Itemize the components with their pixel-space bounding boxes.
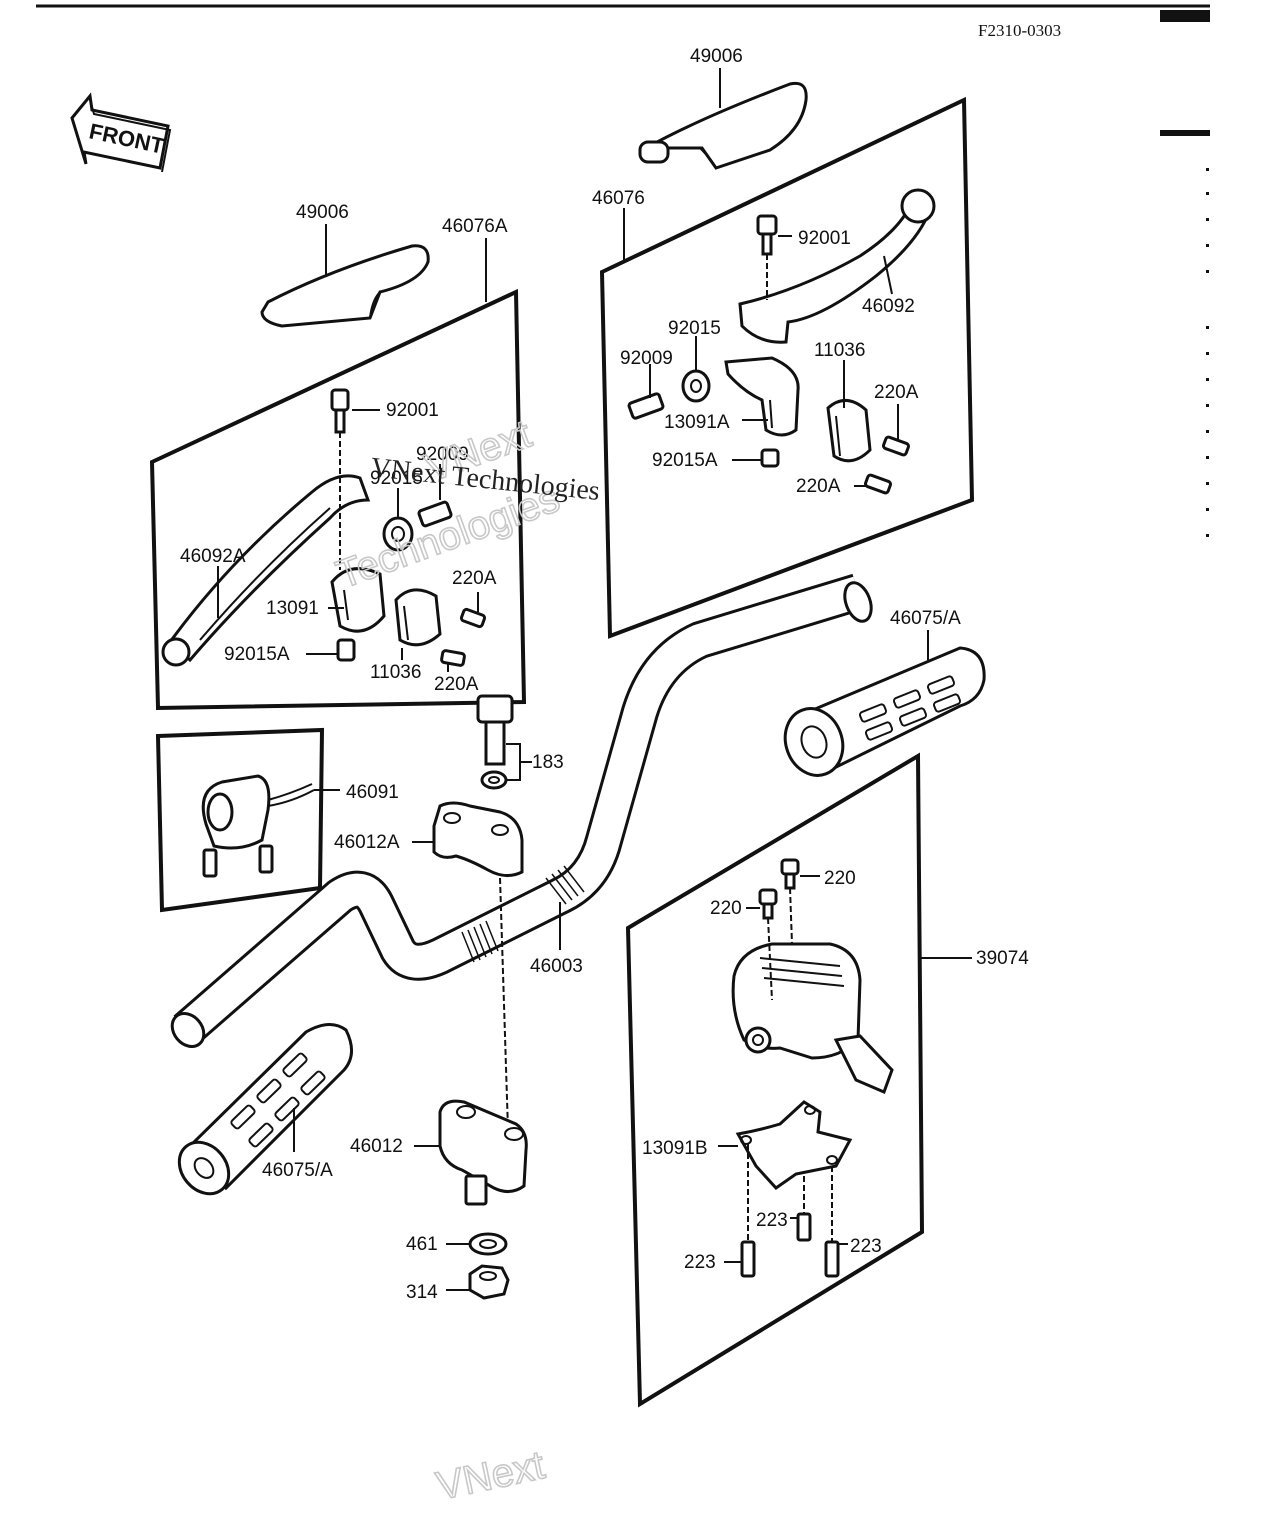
bolt-183-part [476,694,514,790]
bracket-right-part [724,356,800,437]
holder-right-part [826,399,872,463]
label-clamp-upper: 46012A [334,832,400,853]
label-223-middle: 223 [756,1210,788,1231]
washer-part [468,1232,508,1256]
handlebar-part [170,573,873,1048]
switch-part [201,774,315,878]
watermark-bottom: VNext [433,1443,549,1509]
label-lever-right: 46092 [862,296,915,317]
label-220a-left-top: 220A [452,568,497,589]
label-220-second: 220 [710,898,742,919]
label-223-left: 223 [684,1252,716,1273]
label-bolt-183: 183 [532,752,564,773]
drawing-code: F2310-0303 [978,21,1061,40]
clamp-lower-part [438,1099,528,1206]
label-throttle-case: 39074 [976,948,1029,969]
label-bolt-right: 92001 [798,228,851,249]
label-washer: 461 [406,1234,438,1255]
label-bolt-left: 92001 [386,400,439,421]
lever-assy-right-frame [599,96,975,639]
grip-left-part [177,1023,353,1196]
label-collar-left: 92015 [370,468,423,489]
nut-right-part [760,448,780,468]
label-lever-left: 46092A [180,546,246,567]
clamp-upper-part [432,801,524,877]
axis-line [499,877,509,1131]
label-220a-left-bottom: 220A [434,674,479,695]
holder-left-part [394,588,442,647]
label-switch: 46091 [346,782,399,803]
screw-223-left-part [740,1240,756,1278]
label-bracket-left: 13091 [266,598,319,619]
nut-part [468,1264,510,1300]
axis-line [767,917,773,1001]
axis-line [789,887,793,945]
throttle-case-frame [625,752,925,1408]
leader-lever-right [883,255,893,295]
label-grip-cover-left: 49006 [296,202,349,223]
bolt-right-part [756,214,778,256]
label-holder-left: 11036 [370,662,421,683]
label-nut: 314 [406,1282,438,1303]
label-screw-left: 92009 [416,444,469,465]
lever-assy-left-frame [149,288,527,711]
screw-220a-right-bottom-part [864,473,892,495]
leader-bolt-183 [506,743,532,781]
label-handlebar: 46003 [530,956,583,977]
bracket-left-part [330,567,386,633]
label-screw-right: 92009 [620,348,673,369]
grip-cover-right-part [638,81,808,170]
label-clamp-lower: 46012 [350,1136,403,1157]
label-220a-right-top: 220A [874,382,919,403]
label-lever-assy-left: 46076A [442,216,508,237]
label-nut-left: 92015A [224,644,290,665]
label-collar-right: 92015 [668,318,721,339]
label-nut-right: 92015A [652,450,718,471]
switch-frame [155,727,325,913]
screw-220-second-part [758,888,778,920]
screw-220a-right-top-part [882,435,910,457]
nut-left-part [336,638,356,662]
lever-right-part [738,188,936,344]
label-lever-assy-right: 46076 [592,188,645,209]
margin-mark [1160,10,1210,22]
grip-right-part [783,646,986,777]
screw-220-top-part [780,858,800,890]
label-grip-cover-right: 49006 [690,46,743,67]
screw-223-middle-part [796,1212,812,1242]
label-grip-left: 46075/A [262,1160,333,1181]
throttle-case-part [731,942,894,1095]
bolt-left-part [330,388,350,434]
lever-left-part [161,474,371,667]
screw-220a-left-top-part [459,607,487,629]
label-grip-right: 46075/A [890,608,961,629]
label-bracket-right: 13091A [664,412,730,433]
screw-right-part [627,392,665,420]
label-220a-right-bottom: 220A [796,476,841,497]
grip-cover-left-part [260,244,430,328]
margin-mark [1160,130,1210,136]
label-bracket-throttle: 13091B [642,1138,708,1159]
bracket-throttle-part [735,1100,853,1190]
screw-left-part [417,500,453,528]
label-220-top: 220 [824,868,856,889]
screw-220a-left-bottom-part [440,649,466,667]
label-holder-right: 11036 [814,340,865,361]
collar-right-part [681,369,711,403]
front-arrow-icon: FRONT [70,92,172,173]
label-223-right: 223 [850,1236,882,1257]
margin-ticks [1206,168,1209,537]
screw-223-right-part [824,1240,840,1278]
